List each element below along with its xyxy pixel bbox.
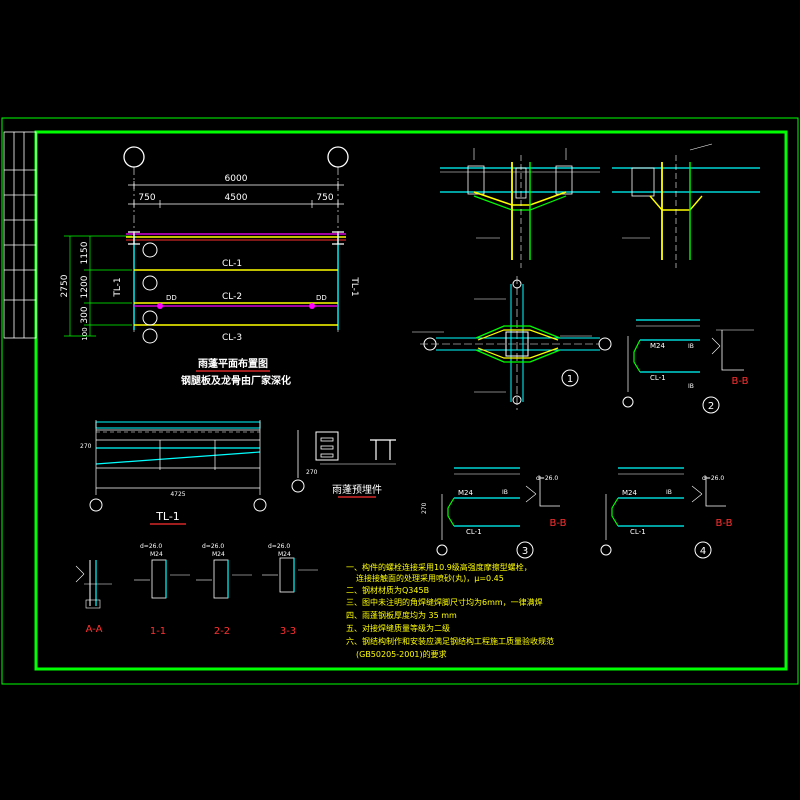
section-aa-label: A-A [86,624,103,635]
section33-plate: d=26.0 [268,543,290,550]
plan-beam-cl1: CL-1 [222,259,242,269]
plan-beam-cl3: CL-3 [222,333,242,343]
note-line-8: (GB50205-2001)的要求 [356,649,447,659]
beam-connection-detail-3: 270 M24 CL-1 IB d=26.0 3 B-B [421,467,567,559]
dd-marker-right [309,303,315,309]
section22-bolt: M24 [212,551,225,558]
plan-dim-left: 750 [138,193,155,203]
detail-number-2: 2 [708,401,714,412]
plan-title: 雨蓬平面布置图 [198,357,268,370]
connection-detail-top-a [440,148,600,268]
detail2-beam: CL-1 [650,374,666,382]
dd-marker-left [157,303,163,309]
detail-bubble-1 [561,369,579,387]
detail3-beam: CL-1 [466,528,482,536]
plan-dim-v3: 300 [80,306,90,323]
section-bb-top: B-B [732,376,749,387]
section-bb-mid: B-B [550,518,567,529]
plan-dim-right: 750 [316,193,333,203]
detail-bubble-3 [516,541,534,559]
embed-plate-detail: 270 雨蓬预埋件 [291,430,396,498]
section-33: d=26.0 M24 3-3 [262,543,318,637]
embed-title: 雨蓬预埋件 [332,484,382,496]
detail3-bolt: M24 [458,489,473,497]
detail-bubble-4 [694,541,712,559]
detail2-label-a: IB [688,343,694,350]
detail4-beam: CL-1 [630,528,646,536]
section-22: d=26.0 M24 2-2 [196,543,252,637]
beam-connection-detail-2: M24 CL-1 IB IB 2 B-B [622,319,754,414]
note-line-6: 五、对接焊缝质量等级为二级 [346,623,450,633]
detail4-plate: d=26.0 [702,475,724,482]
detail3-plate: d=26.0 [536,475,558,482]
section-33-label: 3-3 [280,626,296,637]
note-line-5: 四、雨蓬钢板厚度均为 35 mm [346,610,457,620]
elevation-title: TL-1 [155,510,180,523]
plan-dim-mid: 4500 [225,193,248,203]
detail-number-4: 4 [700,546,706,557]
plan-tl-right: TL-1 [349,276,359,296]
plan-dd-left: DD [166,294,177,302]
detail4-label: IB [666,489,672,496]
canopy-plan-view: 6000 750 4500 750 2750 1150 1200 300 100 [60,146,359,387]
section33-bolt: M24 [278,551,291,558]
section11-plate: d=26.0 [140,543,162,550]
detail4-bolt: M24 [622,489,637,497]
plan-tl-left: TL-1 [113,277,123,297]
plan-dim-total: 6000 [225,174,248,184]
detail3-web-dim: 270 [421,502,428,514]
embed-dim: 270 [306,469,318,476]
plan-beam-cl2: CL-2 [222,292,242,302]
title-strip [3,131,37,339]
detail2-label-b: IB [688,383,694,390]
plan-dim-v4: 100 [81,327,89,340]
note-line-7: 六、钢结构制作和安装应满足钢结构工程施工质量验收规范 [346,636,554,646]
section-aa: A-A [75,560,112,635]
note-line-1: 一、构件的螺栓连接采用10.9级高强度摩擦型螺栓， [346,562,532,572]
drawing-frame [1,117,799,685]
section11-bolt: M24 [150,551,163,558]
detail3-label: IB [502,489,508,496]
cross-connection-detail-1: 1 [412,276,612,410]
detail2-bolt: M24 [650,342,665,350]
design-notes: 一、构件的螺栓连接采用10.9级高强度摩擦型螺栓， 连接接触面的处理采用喷砂(丸… [346,562,554,659]
connection-detail-top-b [612,143,760,268]
section-bb-right: B-B [716,518,733,529]
detail-number-1: 1 [567,374,573,385]
plan-dim-v2: 1200 [80,275,90,298]
plan-dim-vertical-total: 2750 [60,274,70,297]
section-11: d=26.0 M24 1-1 [134,543,190,637]
elevation-bottom-dim: 4725 [170,491,185,498]
note-line-3: 二、钢材材质为Q345B [346,585,429,595]
section-22-label: 2-2 [214,626,230,637]
section-11-label: 1-1 [150,626,166,637]
detail-number-3: 3 [522,546,528,557]
beam-connection-detail-4: M24 CL-1 IB d=26.0 4 B-B [600,467,733,559]
plan-dim-v1: 1150 [80,241,90,264]
section22-plate: d=26.0 [202,543,224,550]
tl1-elevation-view: 270 4725 TL-1 [80,420,267,525]
plan-subtitle: 钢腿板及龙骨由厂家深化 [181,374,291,387]
note-line-4: 三、图中未注明的角焊缝焊脚尺寸均为6mm，一律满焊 [346,597,543,607]
elevation-left-dim: 270 [80,443,92,450]
detail-bubble-2 [702,396,720,414]
note-line-2: 连接接触面的处理采用喷砂(丸)，μ=0.45 [356,573,504,583]
plan-dd-right: DD [316,294,327,302]
